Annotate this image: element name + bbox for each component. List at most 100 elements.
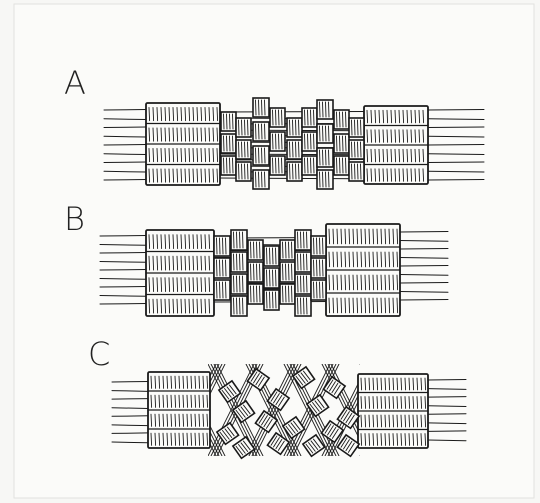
- plait-a-6-hatch: [323, 102, 324, 117]
- plait-a-4: [287, 140, 302, 159]
- plait-a-0: [221, 134, 236, 153]
- plait-b-1-hatch: [243, 298, 244, 314]
- left-block-hatch: [193, 278, 194, 292]
- right-block-hatch: [397, 298, 398, 313]
- plait-a-6: [317, 170, 333, 189]
- right-block-hatch: [393, 397, 394, 409]
- right-block-hatch: [361, 275, 362, 290]
- left-block-hatch: [161, 128, 162, 141]
- left-block-hatch: [155, 433, 156, 445]
- right-block-hatch: [399, 130, 400, 142]
- plait-b-1-hatch: [234, 254, 235, 270]
- plait-a-6-hatch: [323, 172, 324, 187]
- right-block-hatch: [349, 252, 350, 267]
- plait-a-8-hatch: [361, 142, 362, 157]
- right-block-hatch: [349, 298, 350, 313]
- plait-a-0-hatch: [230, 136, 231, 151]
- plait-b-6-hatch: [320, 260, 321, 276]
- right-block-hatch: [345, 252, 346, 267]
- plait-a-6: [317, 124, 333, 143]
- right-block-hatch: [411, 149, 412, 161]
- left-block-hatch: [193, 108, 194, 121]
- right-block-hatch: [365, 275, 366, 290]
- right-block-hatch: [409, 415, 410, 427]
- left-block-hatch: [205, 149, 206, 162]
- left-block-hatch: [175, 433, 176, 445]
- strand: [400, 266, 448, 267]
- plait-a-5-hatch: [311, 110, 312, 125]
- right-block-hatch: [389, 252, 390, 267]
- right-block-hatch: [417, 415, 418, 427]
- right-block-hatch: [425, 434, 426, 446]
- right-block-hatch: [341, 298, 342, 313]
- plait-b-0: [214, 236, 230, 256]
- right-block-hatch: [373, 434, 374, 446]
- plait-a-6-hatch: [320, 172, 321, 187]
- right-block-hatch: [373, 229, 374, 244]
- strand: [112, 416, 148, 417]
- right-block-hatch: [369, 378, 370, 390]
- plait-b-1-hatch: [237, 232, 238, 248]
- plait-a-0-hatch: [224, 158, 225, 173]
- right-block-hatch: [329, 252, 330, 267]
- plait-b-4-hatch: [283, 242, 284, 258]
- left-block-hatch: [187, 433, 188, 445]
- left-block-hatch: [159, 414, 160, 426]
- right-block-hatch: [393, 229, 394, 244]
- plait-b-1-hatch: [240, 254, 241, 270]
- left-block-hatch: [177, 235, 178, 249]
- right-block-hatch: [379, 130, 380, 142]
- right-block-hatch: [371, 169, 372, 181]
- plait-a-5-hatch: [311, 134, 312, 149]
- left-block-hatch: [189, 278, 190, 292]
- left-block-hatch: [165, 169, 166, 182]
- right-block-hatch: [425, 415, 426, 427]
- right-block-hatch: [391, 149, 392, 161]
- plait-a-4: [287, 162, 302, 181]
- left-block-hatch: [149, 108, 150, 121]
- right-block-hatch: [341, 275, 342, 290]
- left-block-hatch: [213, 108, 214, 121]
- left-block-hatch: [167, 433, 168, 445]
- plait-a-0-hatch: [230, 114, 231, 129]
- left-block-hatch: [159, 433, 160, 445]
- right-block-hatch: [379, 110, 380, 122]
- left-block-hatch: [185, 256, 186, 270]
- right-block-hatch: [423, 130, 424, 142]
- right-block-hatch: [397, 434, 398, 446]
- plait-a-2-hatch: [265, 124, 266, 139]
- left-block-hatch: [197, 278, 198, 292]
- plait-a-2-hatch: [256, 100, 257, 115]
- right-block-hatch: [375, 149, 376, 161]
- plait-b-2-hatch: [260, 242, 261, 258]
- left-block-hatch: [155, 414, 156, 426]
- plait-a-8-hatch: [352, 164, 353, 179]
- plait-b-4-hatch: [286, 242, 287, 258]
- plait-a-1: [236, 162, 251, 181]
- plait-a-1-hatch: [242, 120, 243, 135]
- left-block-hatch: [159, 376, 160, 388]
- plait-b-4-hatch: [292, 286, 293, 302]
- right-block-hatch: [385, 397, 386, 409]
- left-block-hatch: [197, 256, 198, 270]
- right-block-hatch: [369, 434, 370, 446]
- plait-a-4-hatch: [290, 164, 291, 179]
- plait-b-5-hatch: [307, 298, 308, 314]
- plait-a-7-hatch: [340, 158, 341, 173]
- plait-a-2: [253, 122, 269, 141]
- plait-a-6-hatch: [326, 126, 327, 141]
- right-block-hatch: [373, 298, 374, 313]
- left-block-hatch: [183, 433, 184, 445]
- left-block-hatch: [181, 149, 182, 162]
- plait-a-5-hatch: [314, 110, 315, 125]
- left-block-hatch: [205, 169, 206, 182]
- left-block-hatch: [165, 278, 166, 292]
- left-block-hatch: [167, 395, 168, 407]
- right-block-hatch: [401, 397, 402, 409]
- right-block-hatch: [353, 298, 354, 313]
- left-block-hatch: [149, 169, 150, 182]
- left-block-hatch: [161, 108, 162, 121]
- plait-a-7-hatch: [346, 158, 347, 173]
- left-block-hatch: [151, 376, 152, 388]
- right-block-hatch: [403, 169, 404, 181]
